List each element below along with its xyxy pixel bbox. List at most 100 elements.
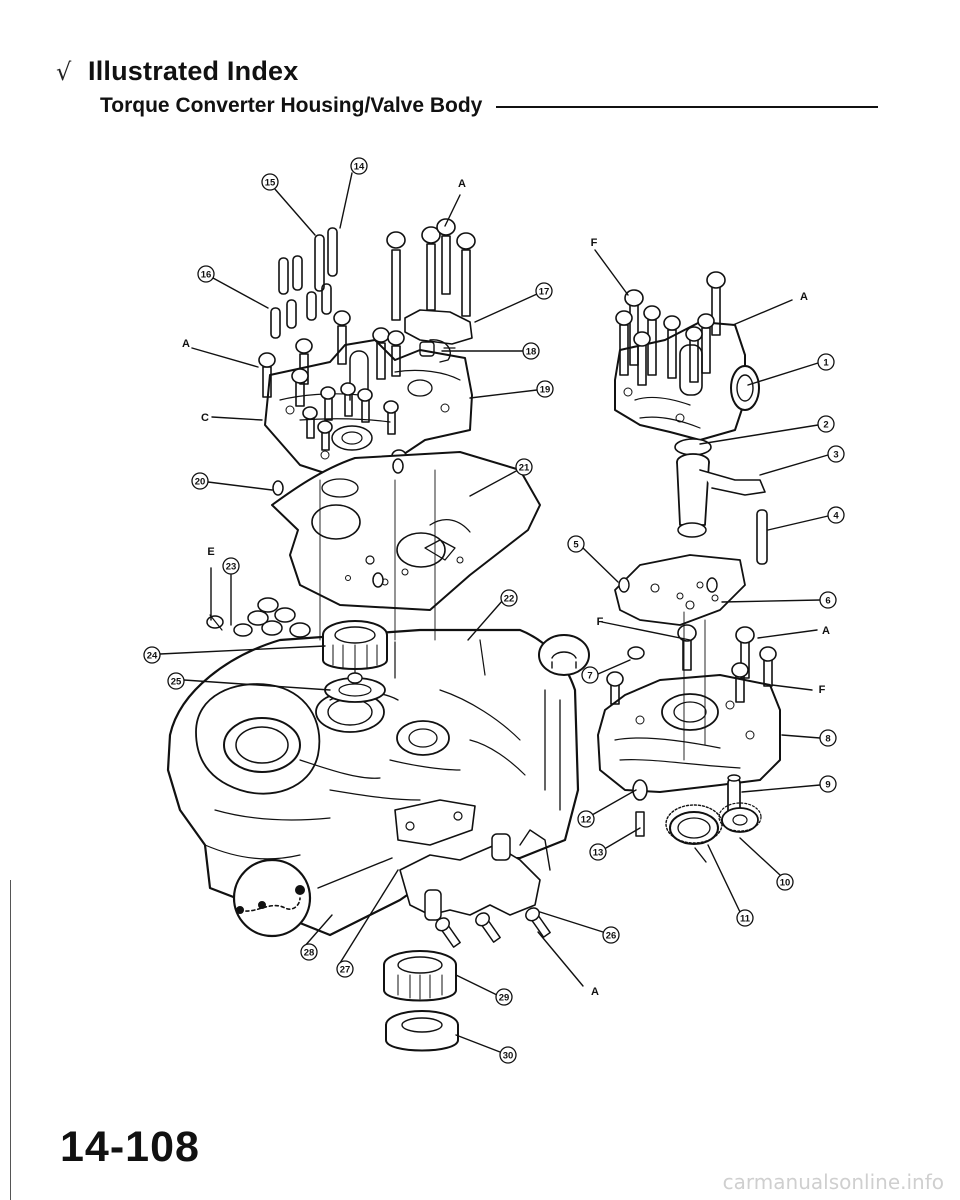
callout-29: 29	[495, 988, 513, 1006]
callout-2: 2	[817, 415, 835, 433]
callout-11: 11	[736, 909, 754, 927]
svg-text:23: 23	[226, 562, 237, 573]
callout-20: 20	[191, 472, 209, 490]
page-number: 14-108	[60, 1123, 200, 1171]
regulator-bolts	[615, 271, 726, 386]
callout-30: 30	[499, 1046, 517, 1064]
valve-body-bolts-upper	[258, 218, 476, 477]
callout-23: 23	[222, 557, 240, 575]
svg-text:9: 9	[825, 780, 830, 791]
pump-gears	[665, 802, 762, 845]
svg-text:27: 27	[340, 965, 351, 976]
callout-19: 19	[536, 380, 554, 398]
pin-13	[635, 811, 645, 837]
torque-converter-housing	[166, 628, 580, 937]
svg-text:6: 6	[825, 596, 830, 607]
housing-bolts-lower	[435, 907, 551, 948]
callout-25: 25	[167, 672, 185, 690]
callout-16: 16	[197, 265, 215, 283]
svg-text:16: 16	[201, 270, 212, 281]
svg-text:30: 30	[503, 1051, 514, 1062]
bearing-assembly	[322, 620, 388, 703]
subtitle-rule	[496, 106, 878, 108]
dowel-pins	[270, 227, 338, 339]
svg-text:24: 24	[147, 651, 158, 662]
label-f-mid: F	[597, 616, 604, 628]
drain-plugs	[206, 597, 311, 638]
svg-text:12: 12	[581, 815, 592, 826]
callout-7: 7	[581, 666, 599, 684]
callout-3: 3	[827, 445, 845, 463]
callout-14: 14	[350, 157, 368, 175]
callout-1: 1	[817, 353, 835, 371]
svg-text:7: 7	[587, 671, 592, 682]
svg-text:20: 20	[195, 477, 206, 488]
main-valve-bolts	[606, 624, 777, 705]
pin-4	[756, 509, 768, 565]
svg-text:26: 26	[606, 931, 617, 942]
leader-lines	[159, 172, 829, 1053]
filter-20	[272, 480, 284, 496]
stator-shaft	[674, 438, 766, 538]
callout-15: 15	[261, 173, 279, 191]
callout-10: 10	[776, 873, 794, 891]
svg-text:8: 8	[825, 734, 830, 745]
svg-text:14: 14	[354, 162, 365, 173]
callout-4: 4	[827, 506, 845, 524]
svg-text:4: 4	[833, 511, 839, 522]
label-a-top: A	[458, 178, 466, 190]
label-f-top: F	[591, 237, 598, 249]
page-margin-line	[10, 880, 11, 1200]
callout-17: 17	[535, 282, 553, 300]
svg-text:1: 1	[823, 358, 829, 369]
svg-text:17: 17	[539, 287, 550, 298]
svg-text:28: 28	[304, 948, 315, 959]
label-a-left: A	[182, 338, 190, 350]
label-a-bottom: A	[591, 986, 599, 998]
section-subtitle: Torque Converter Housing/Valve Body	[100, 94, 483, 117]
main-valve-body	[597, 674, 781, 793]
watermark: carmanualsonline.info	[722, 1170, 944, 1194]
callout-9: 9	[819, 775, 837, 793]
svg-text:13: 13	[593, 848, 604, 859]
callout-26: 26	[602, 926, 620, 944]
svg-text:29: 29	[499, 993, 510, 1004]
callout-5: 5	[567, 535, 585, 553]
svg-text:5: 5	[573, 540, 579, 551]
label-f-right: F	[819, 684, 826, 696]
callout-13: 13	[589, 843, 607, 861]
bottom-bearings	[383, 950, 459, 1052]
callout-6: 6	[819, 591, 837, 609]
label-a-right-mid: A	[822, 625, 830, 637]
callout-18: 18	[522, 342, 540, 360]
svg-text:19: 19	[540, 385, 551, 396]
page-title: Illustrated Index	[88, 56, 299, 86]
right-separator-plate	[614, 554, 746, 626]
label-a-right-top: A	[800, 291, 808, 303]
callout-28: 28	[300, 943, 318, 961]
detail-inset	[232, 858, 312, 938]
detent-plate	[404, 309, 473, 345]
filter-12	[632, 779, 648, 801]
svg-text:22: 22	[504, 594, 515, 605]
svg-text:3: 3	[833, 450, 838, 461]
svg-text:21: 21	[519, 463, 530, 474]
callout-22: 22	[500, 589, 518, 607]
svg-text:11: 11	[740, 914, 751, 925]
svg-text:18: 18	[526, 347, 537, 358]
callout-24: 24	[143, 646, 161, 664]
callout-21: 21	[515, 458, 533, 476]
callout-27: 27	[336, 960, 354, 978]
label-c-left: C	[201, 412, 209, 424]
label-e-left: E	[207, 546, 214, 558]
svg-text:15: 15	[265, 178, 276, 189]
callout-12: 12	[577, 810, 595, 828]
svg-text:25: 25	[171, 677, 182, 688]
check-mark: √	[56, 58, 72, 86]
svg-text:2: 2	[823, 420, 828, 431]
separator-plate	[271, 451, 541, 611]
svg-text:10: 10	[780, 878, 791, 889]
callout-labels: 14 15 16 17 18 19 20 21 22 23 24 25 26 2…	[143, 157, 845, 1064]
